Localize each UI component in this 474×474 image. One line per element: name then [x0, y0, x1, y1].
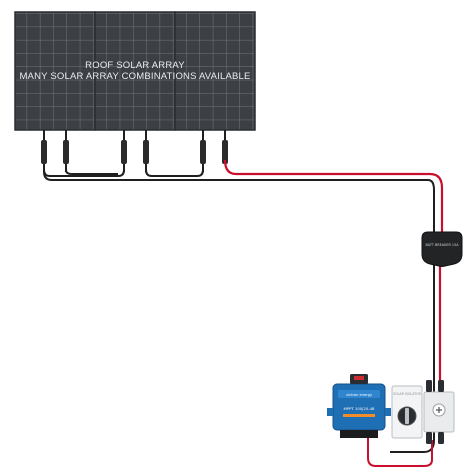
inline-breaker-icon — [421, 231, 463, 267]
mc4-connector-icon — [41, 140, 47, 164]
solar-panel-2 — [94, 11, 176, 131]
mc4-connector-icon — [143, 140, 149, 164]
solar-isolator: SOLAR ISOLATOR — [391, 385, 423, 439]
mc4-connector-icon — [63, 140, 69, 164]
negative-cable — [43, 171, 435, 453]
series-links — [43, 169, 204, 177]
cable-gland-icon — [438, 432, 444, 444]
junction-box — [423, 380, 455, 444]
cable-gland-icon — [438, 380, 444, 392]
controller-brand: victron energy — [346, 393, 373, 397]
solar-array — [14, 11, 256, 131]
mc4-connector-icon — [121, 140, 127, 164]
mc4-connector-icon — [222, 140, 228, 164]
positive-cable — [223, 159, 444, 232]
cable-gland-icon — [426, 380, 432, 392]
charge-controller: victron energy MPPT 100|20-48 — [327, 374, 391, 438]
isolator-label: SOLAR ISOLATOR — [393, 392, 421, 396]
solar-panel-3 — [174, 11, 256, 131]
mc4-connector-icon — [200, 140, 206, 164]
breaker-text: BATT BREAKER 15A — [425, 243, 459, 247]
mounting-tab-left — [327, 408, 333, 416]
cable-gland-icon — [426, 432, 432, 444]
solar-panel-1 — [14, 11, 96, 131]
mounting-tab-right — [385, 408, 391, 416]
mc4-connectors — [41, 130, 228, 172]
positive-cable-to-controller — [367, 424, 433, 467]
controller-model: MPPT 100|20-48 — [344, 406, 376, 411]
inline-breaker: BATT BREAKER 15A — [421, 231, 463, 267]
